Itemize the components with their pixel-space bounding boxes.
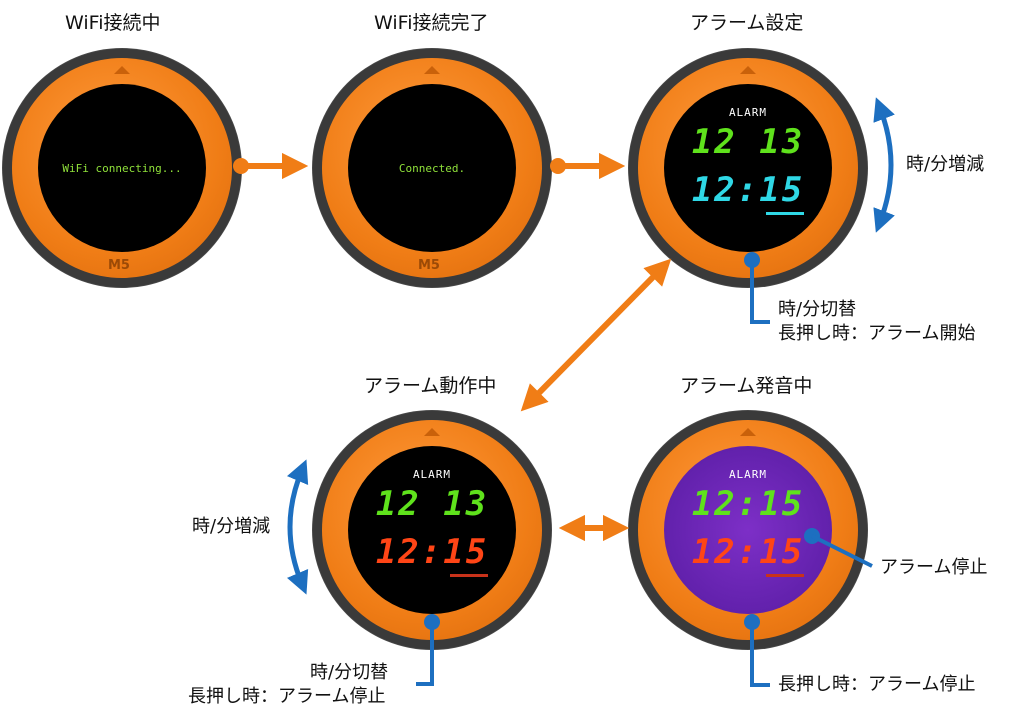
label-ringing-touch: アラーム停止 [880, 557, 988, 578]
device-screen: ALARM 12:15 12:15 [664, 446, 832, 614]
arrow-connecting-to-connected [233, 152, 309, 180]
current-time-display: 12 13 [691, 122, 805, 162]
label-running-longpress: 長押し時：アラーム停止 [188, 686, 386, 707]
title-alarm-ringing: アラーム発音中 [680, 375, 813, 397]
connected-text: Connected. [398, 162, 466, 175]
callout-ringing-button [744, 614, 770, 687]
alarm-label: ALARM [412, 468, 452, 481]
callout-setting-button [744, 252, 770, 324]
title-wifi-connecting: WiFi接続中 [65, 12, 161, 34]
callout-ringing-touch [804, 528, 873, 568]
alarm-time-display: 12:15 [691, 170, 805, 210]
title-alarm-running: アラーム動作中 [364, 375, 497, 397]
alarm-time-display: 12:15 [375, 532, 489, 572]
alarm-time-display: 12:15 [691, 532, 805, 572]
minute-cursor [766, 574, 804, 577]
minute-cursor [766, 212, 804, 215]
device-wifi-connecting: WiFi connecting... M5 [2, 48, 242, 288]
device-logo: M5 [418, 258, 440, 273]
device-logo: M5 [108, 258, 130, 273]
alarm-label: ALARM [728, 468, 768, 481]
label-running-rotate: 時/分増減 [192, 516, 271, 537]
device-screen: Connected. [348, 84, 516, 252]
minute-cursor [450, 574, 488, 577]
up-notch-icon [114, 66, 130, 74]
current-time-display: 12:15 [691, 484, 805, 524]
up-notch-icon [740, 428, 756, 436]
device-wifi-connected: Connected. M5 [312, 48, 552, 288]
label-setting-longpress: 長押し時：アラーム開始 [778, 323, 976, 344]
callout-running-button [416, 614, 440, 686]
device-screen: ALARM 12 13 12:15 [348, 446, 516, 614]
device-alarm-ringing: ALARM 12:15 12:15 [628, 410, 868, 650]
label-ringing-longpress: 長押し時：アラーム停止 [778, 674, 976, 695]
rotate-arrow-icon [873, 97, 895, 233]
connecting-text: WiFi connecting... [62, 162, 182, 175]
rotate-arrow-icon [286, 459, 309, 595]
title-wifi-connected: WiFi接続完了 [374, 12, 489, 34]
label-setting-press: 時/分切替 [778, 299, 857, 320]
label-running-press: 時/分切替 [310, 662, 389, 683]
current-time-display: 12 13 [375, 484, 489, 524]
title-alarm-setting: アラーム設定 [690, 12, 804, 34]
arrow-connected-to-setting [550, 152, 626, 180]
device-screen: ALARM 12 13 12:15 [664, 84, 832, 252]
device-alarm-running: ALARM 12 13 12:15 [312, 410, 552, 650]
alarm-label: ALARM [728, 106, 768, 119]
device-alarm-setting: ALARM 12 13 12:15 [628, 48, 868, 288]
up-notch-icon [740, 66, 756, 74]
label-setting-rotate: 時/分増減 [906, 154, 985, 175]
device-screen: WiFi connecting... [38, 84, 206, 252]
up-notch-icon [424, 428, 440, 436]
up-notch-icon [424, 66, 440, 74]
arrow-setting-running [520, 258, 672, 412]
